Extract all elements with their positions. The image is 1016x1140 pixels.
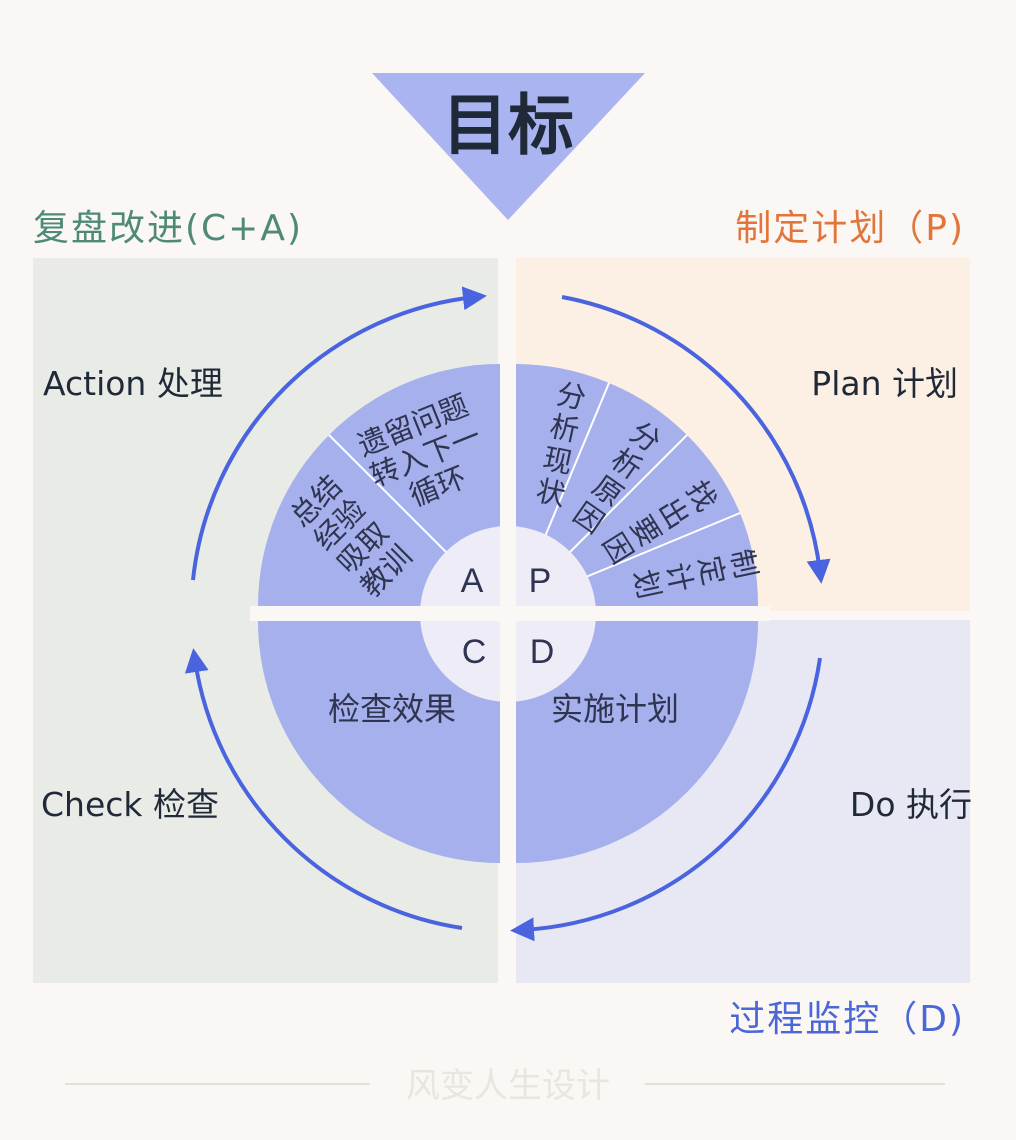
goal-label: 目标: [442, 87, 574, 164]
svg-text:状: 状: [533, 473, 568, 512]
do-segment: [516, 621, 758, 863]
goal-triangle: [372, 73, 645, 220]
center-letter-p: P: [529, 562, 552, 600]
do-text: 实施计划: [551, 690, 679, 728]
plan-text-1: 分 析 现 状: [533, 377, 589, 513]
check-text: 检查效果: [328, 690, 456, 728]
watermark: 风变人生设计: [406, 1066, 610, 1106]
center-letter-a: A: [461, 562, 484, 600]
svg-text:计: 计: [660, 560, 699, 595]
quadrant-title-p: 制定计划（P): [735, 208, 965, 249]
cycle-arrow-do: [510, 657, 822, 942]
check-segment: [258, 621, 500, 863]
cycle-arrow-plan: [561, 295, 831, 584]
phase-label-action: Action 处理: [43, 364, 223, 403]
phase-label-do: Do 执行: [850, 785, 972, 824]
svg-text:现: 现: [540, 441, 575, 480]
phase-label-check: Check 检查: [41, 785, 219, 824]
cycle-arrow-action: [191, 286, 487, 581]
center-letter-c: C: [462, 633, 487, 671]
svg-text:制: 制: [724, 546, 763, 581]
quadrant-title-ca: 复盘改进(C+A): [33, 208, 303, 249]
svg-text:析: 析: [547, 409, 582, 448]
phase-label-plan: Plan 计划: [811, 364, 958, 403]
cycle-arrow-check: [184, 648, 463, 930]
svg-text:定: 定: [692, 553, 731, 588]
plan-text-4: 制 定 计 划: [627, 546, 763, 602]
center-gap-horizontal: [420, 606, 596, 621]
svg-text:划: 划: [627, 566, 666, 601]
svg-text:分: 分: [554, 377, 589, 416]
center-letter-d: D: [530, 633, 555, 671]
quadrant-title-d: 过程监控（D): [729, 999, 965, 1040]
